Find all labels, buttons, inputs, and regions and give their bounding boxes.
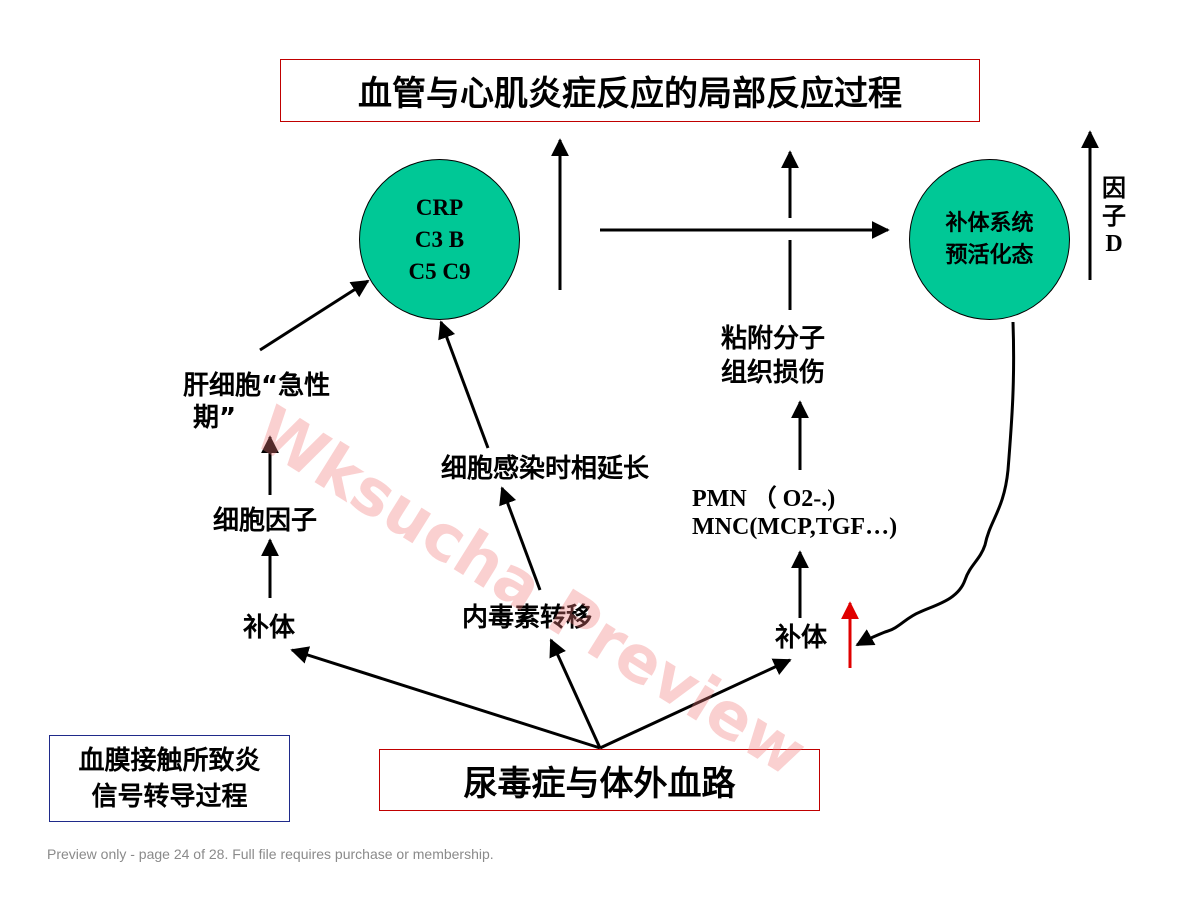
endotoxin-label: 内毒素转移 xyxy=(462,603,593,633)
crp-circle: CRP C3 B C5 C9 xyxy=(359,159,520,320)
liver-line2: 期” xyxy=(193,403,237,433)
uremia-circuit-box: 尿毒症与体外血路 xyxy=(379,749,820,811)
adhesion-line1: 粘附分子 xyxy=(721,324,826,354)
factor-d-line3: D xyxy=(1105,231,1123,257)
diagram-title-text: 血管与心肌炎症反应的局部反应过程 xyxy=(358,74,902,114)
mnc-label: MNC(MCP,TGF…) xyxy=(692,514,898,540)
crp-line1: CRP xyxy=(415,194,464,220)
arrow-prolonged-to-crp xyxy=(438,320,490,449)
uremia-circuit-text: 尿毒症与体外血路 xyxy=(463,763,736,804)
cytokine-label: 细胞因子 xyxy=(213,506,318,536)
membrane-signal-box: 血膜接触所致炎 信号转导过程 xyxy=(49,735,290,822)
activated-line1: 补体系统 xyxy=(945,210,1034,236)
liver-acute-label: 肝细胞“急性 期” xyxy=(183,370,330,434)
crp-line2: C3 B xyxy=(414,226,465,252)
factor-d-line2: 子 xyxy=(1102,202,1126,230)
activated-line2: 预活化态 xyxy=(945,242,1034,268)
adhesion-label: 粘附分子 组织损伤 xyxy=(721,322,825,390)
prolonged-label: 细胞感染时相延长 xyxy=(441,454,650,484)
preview-footer: Preview only - page 24 of 28. Full file … xyxy=(47,846,494,862)
arrow-endotoxin-to-prolonged xyxy=(499,486,542,591)
arrow-to-endotoxin xyxy=(549,638,602,749)
complement-left-label: 补体 xyxy=(243,613,296,643)
adhesion-line2: 组织损伤 xyxy=(721,358,826,388)
factor-d-line1: 因 xyxy=(1102,174,1126,202)
membrane-signal-line1: 血膜接触所致炎 xyxy=(78,745,261,776)
complement-activated-circle: 补体系统 预活化态 xyxy=(909,159,1070,320)
arrow-liver-to-crp xyxy=(259,279,370,352)
factor-d-label: 因 子 D xyxy=(1102,174,1126,258)
wavy-return-arrow xyxy=(855,321,1016,647)
diagram-title: 血管与心肌炎症反应的局部反应过程 xyxy=(280,59,980,122)
pmn-label: PMN （ O2-.) xyxy=(692,486,836,512)
membrane-signal-line2: 信号转导过程 xyxy=(91,781,248,812)
liver-line1: 肝细胞“急性 xyxy=(183,371,331,401)
crp-line3: C5 C9 xyxy=(408,258,471,284)
arrow-to-complement-left xyxy=(290,646,601,750)
arrow-to-complement-right xyxy=(599,658,792,750)
complement-right-label: 补体 xyxy=(775,623,828,653)
